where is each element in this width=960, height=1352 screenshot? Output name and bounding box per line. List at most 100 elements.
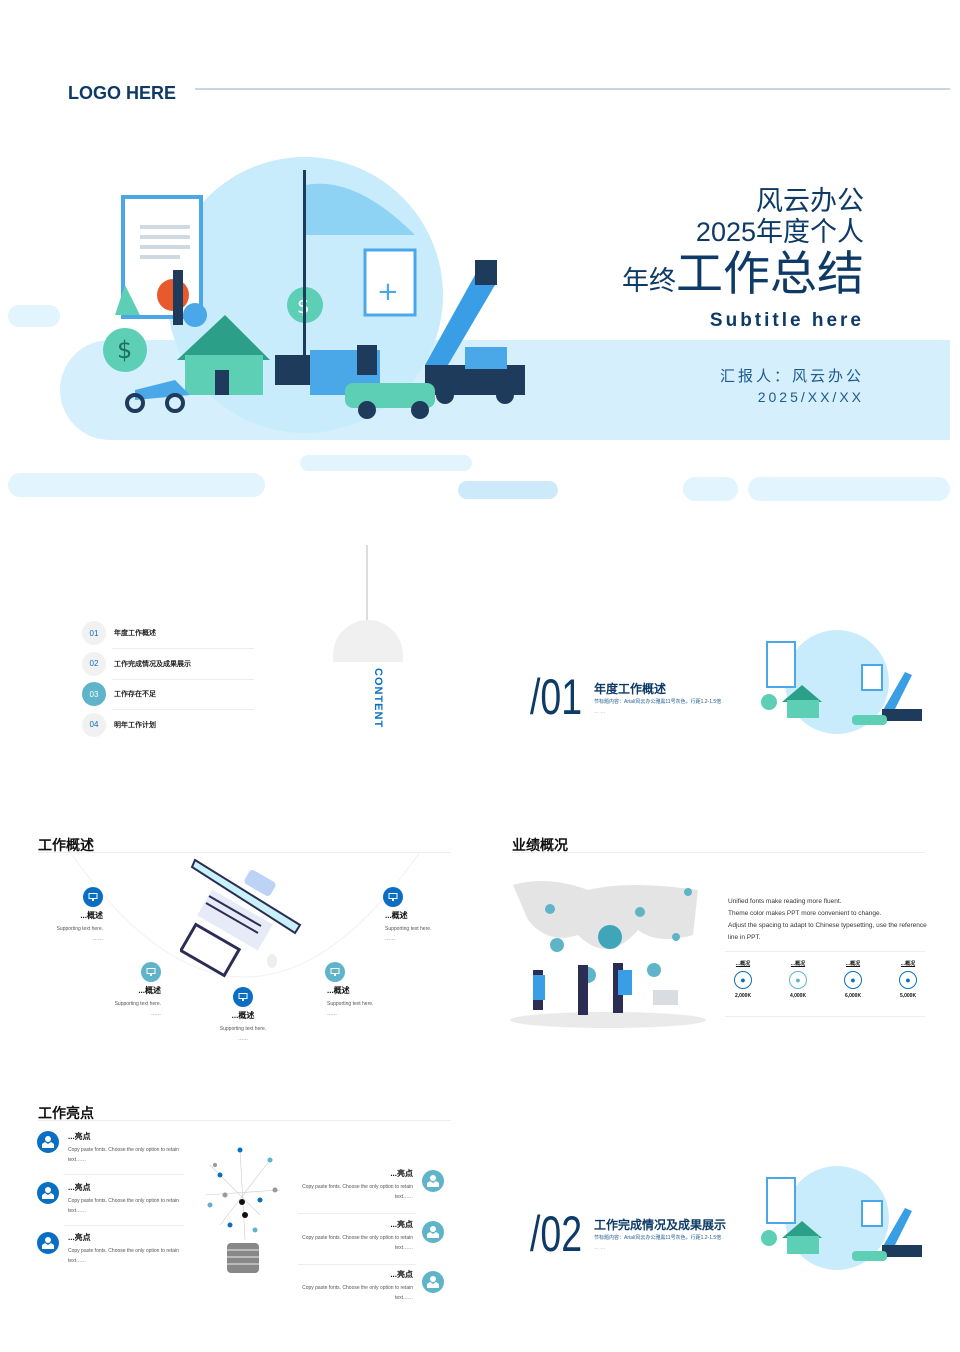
divider — [64, 1174, 184, 1175]
person-icon: ● — [899, 971, 917, 989]
person-icon: ● — [789, 971, 807, 989]
highlight-item: ...亮点 Copy paste fonts. Choose the only … — [298, 1168, 413, 1202]
stat-item: ...概况 ● 2,000K — [729, 960, 757, 999]
highlight-title: ...亮点 — [390, 1169, 413, 1178]
divider — [725, 1016, 925, 1017]
highlight-title: ...亮点 — [68, 1233, 91, 1242]
monitor-icon — [141, 962, 161, 982]
overview-title: 工作概述 — [38, 837, 94, 853]
overview-item-text: Supporting text here. — [219, 1026, 267, 1032]
overview-item-text: Supporting text here. — [327, 1001, 374, 1007]
section-title: 年度工作概述 — [594, 682, 667, 696]
highlight-item: ...亮点 Copy paste fonts. Choose the only … — [68, 1131, 183, 1165]
toc-number: 04 — [82, 712, 106, 737]
overview-item: ...概述 Supporting text here. …… — [33, 910, 103, 944]
deco-pill — [8, 473, 265, 497]
overview-item-more: …… — [93, 936, 103, 942]
overview-item-title: ...概述 — [385, 911, 408, 920]
cover-title: 风云办公 2025年度个人 年终工作总结 — [622, 186, 864, 312]
deco-pill — [300, 455, 472, 471]
divider — [64, 1224, 184, 1226]
overview-item-more: …… — [327, 1011, 337, 1017]
divider — [725, 951, 925, 952]
divider — [112, 678, 254, 680]
section-desc: 节标题内容：Arial/风云办公雅黑11号灰色，行距1.2-1.5倍 — [594, 699, 722, 705]
divider — [298, 1263, 416, 1265]
highlight-text: Copy paste fonts. Choose the only option… — [68, 1197, 179, 1214]
performance-title: 业绩概况 — [512, 837, 568, 853]
world-map-illustration — [510, 881, 706, 1028]
stat-item: ...概况 ● 4,000K — [784, 960, 812, 999]
monitor-icon — [83, 887, 103, 907]
highlight-text: Copy paste fonts. Choose the only option… — [302, 1234, 413, 1251]
overview-item-more: …… — [238, 1036, 248, 1042]
svg-text:$: $ — [117, 336, 132, 364]
overview-item: ...概述 Supporting text here. …… — [200, 1010, 286, 1044]
stat-value: 4,000K — [789, 993, 807, 999]
toc-item[interactable]: 01 年度工作概述 — [82, 621, 254, 649]
map-pin-icon — [37, 1181, 59, 1204]
section-number: /01 — [530, 669, 583, 725]
deco-pill — [458, 481, 558, 499]
section-ellipsis: … … — [594, 1245, 606, 1251]
svg-text:+: + — [377, 277, 399, 307]
lamp-shade — [333, 620, 403, 662]
stat-label: ...概况 — [790, 961, 806, 967]
perf-line: Unified fonts make reading more fluent. — [728, 898, 842, 905]
map-pin-icon — [422, 1170, 444, 1192]
perf-line: Theme color makes PPT more convenient to… — [728, 910, 882, 917]
stat-label: ...概况 — [845, 961, 861, 967]
highlight-item: ...亮点 Copy paste fonts. Choose the only … — [298, 1219, 413, 1253]
toc-number: 01 — [82, 621, 106, 645]
section-desc: 节标题内容：Arial/风云办公雅黑11号灰色，行距1.2-1.5倍 — [594, 1235, 722, 1241]
section-number: /02 — [530, 1206, 583, 1262]
highlight-title: ...亮点 — [390, 1270, 413, 1279]
cover-date: 2025/XX/XX — [757, 389, 864, 405]
section-title: 工作完成情况及成果展示 — [594, 1218, 727, 1232]
highlight-title: ...亮点 — [390, 1219, 413, 1229]
highlights-title: 工作亮点 — [38, 1105, 94, 1121]
overview-arc — [69, 852, 421, 978]
cover-reporter: 汇报人：风云办公 — [719, 368, 864, 385]
highlight-text: Copy paste fonts. Choose the only option… — [68, 1147, 179, 1163]
map-pin-icon — [37, 1131, 59, 1153]
perf-line: Adjust the spacing to adapt to Chinese t… — [728, 922, 927, 941]
overview-item-title: ...概述 — [80, 911, 103, 920]
divider — [38, 1120, 451, 1121]
toc-label: 工作完成情况及成果展示 — [114, 660, 191, 668]
logo: LOGO HERE — [68, 83, 177, 103]
stat-item: ...概况 ● 6,000K — [839, 960, 867, 999]
highlight-text: Copy paste fonts. Choose the only option… — [302, 1285, 413, 1301]
toc-item[interactable]: 04 明年工作计划 — [82, 712, 254, 737]
computer-illustration — [180, 858, 302, 978]
divider — [112, 709, 254, 710]
divider — [112, 648, 254, 649]
divider — [38, 852, 451, 853]
section-illustration — [761, 1166, 922, 1270]
toc-label: 工作存在不足 — [114, 691, 156, 698]
stat-label: ...概况 — [900, 961, 916, 967]
toc-number: 03 — [82, 682, 106, 706]
toc-number: 02 — [82, 651, 106, 676]
toc-item[interactable]: 02 工作完成情况及成果展示 — [82, 651, 254, 680]
title-line1: 风云办公 — [756, 186, 864, 216]
overview-item-text: Supporting text here. — [56, 926, 103, 932]
divider — [512, 852, 925, 853]
toc-item[interactable]: 03 工作存在不足 — [82, 682, 254, 710]
highlight-item: ...亮点 Copy paste fonts. Choose the only … — [68, 1232, 183, 1266]
overview-item-title: ...概述 — [231, 1011, 255, 1020]
deco-pill — [8, 305, 60, 327]
contents-label: CONTENT — [372, 668, 384, 729]
overview-item-more: …… — [385, 936, 395, 942]
person-icon: ● — [844, 971, 862, 989]
overview-item-title: ...概述 — [138, 986, 161, 995]
toc-label: 年度工作概述 — [114, 630, 156, 637]
overview-item: ...概述 Supporting text here. …… — [327, 985, 397, 1019]
lamp-cord — [366, 545, 368, 620]
overview-item-text: Supporting text here. — [385, 926, 432, 932]
section-illustration — [761, 630, 922, 734]
highlight-title: ...亮点 — [68, 1132, 91, 1141]
title-line2: 2025年度个人 — [695, 217, 864, 247]
title-main: 工作总结 — [676, 247, 864, 300]
deco-pill — [683, 477, 738, 501]
